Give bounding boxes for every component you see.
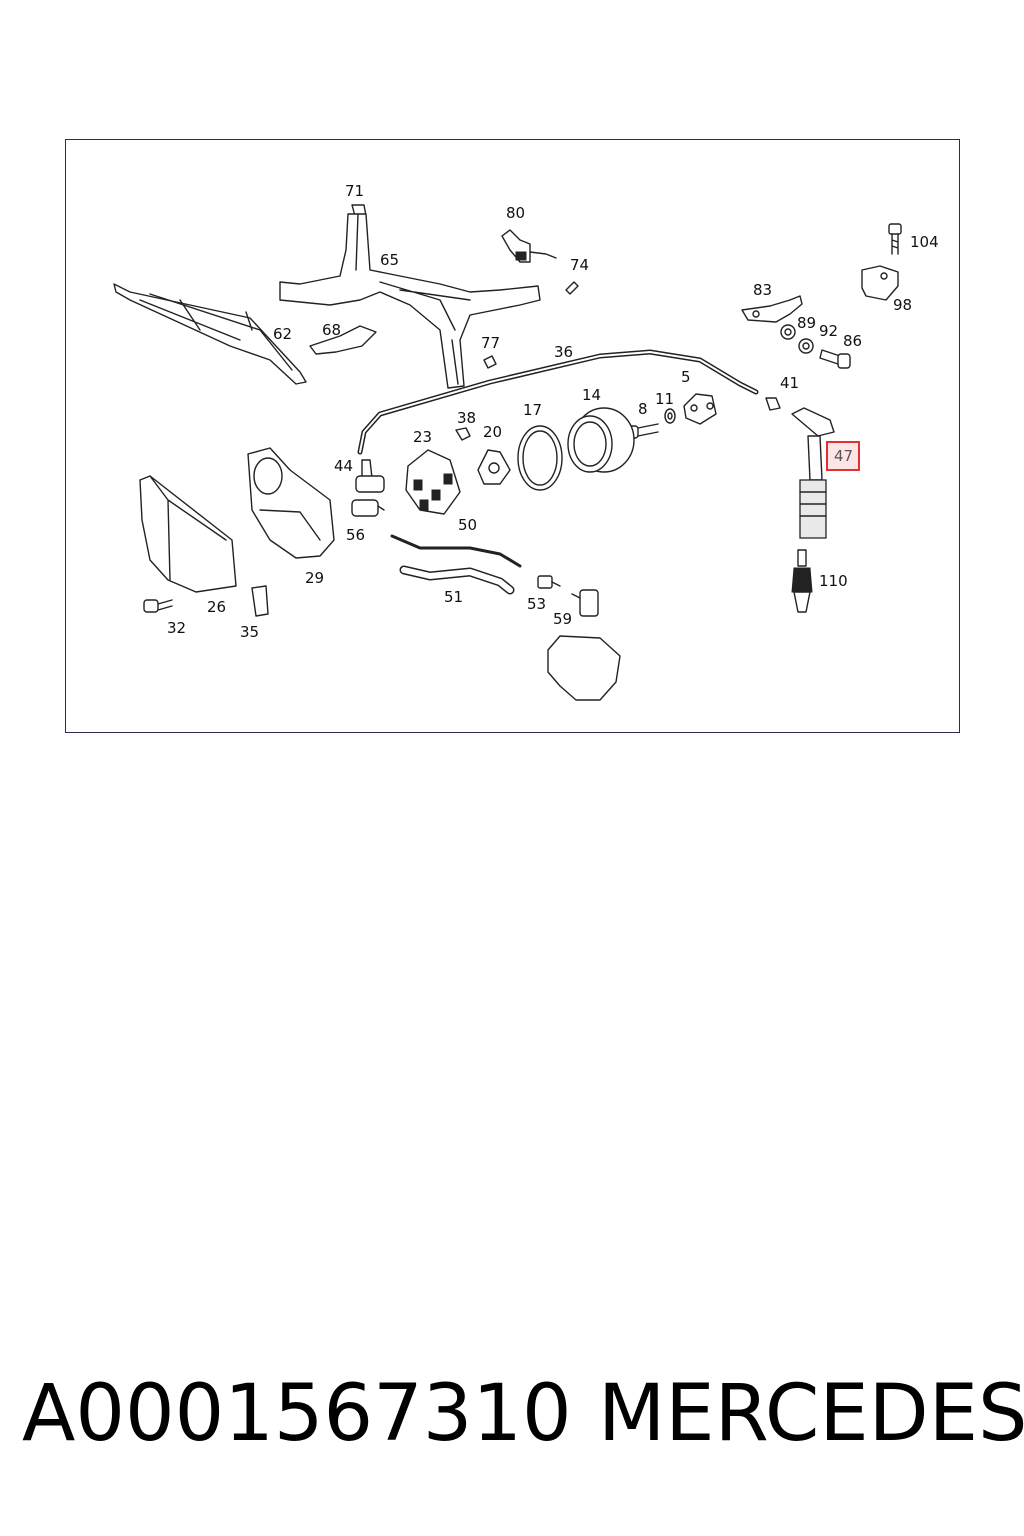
label-44: 44 — [334, 457, 354, 475]
part-68-clip — [309, 325, 377, 355]
lower-housing — [547, 635, 621, 701]
part-92-washer — [798, 338, 814, 354]
part-23-distributor-cap — [405, 449, 461, 515]
part-44-connector — [355, 459, 385, 493]
label-77: 77 — [481, 334, 501, 352]
part-38-nut — [455, 427, 471, 441]
label-47-highlighted[interactable]: 47 — [826, 441, 861, 471]
part-17-o-ring — [517, 425, 563, 491]
part-11-washer — [664, 408, 676, 424]
diagram-frame — [65, 139, 960, 733]
label-26: 26 — [207, 598, 227, 616]
part-89-washer — [780, 324, 796, 340]
part-32-bolt — [143, 599, 173, 613]
part-26-cover — [139, 475, 237, 593]
part-59-valve — [571, 589, 599, 617]
part-29-rotor-housing — [247, 447, 335, 559]
label-32: 32 — [167, 619, 187, 637]
part-83-bracket — [741, 295, 803, 323]
part-65-harness-frame — [279, 213, 541, 389]
label-62: 62 — [273, 325, 293, 343]
exploded-parts-diagram — [113, 204, 902, 701]
part-56-connector — [351, 499, 385, 517]
label-20: 20 — [483, 423, 503, 441]
label-35: 35 — [240, 623, 260, 641]
label-110: 110 — [819, 572, 848, 590]
label-14: 14 — [582, 386, 602, 404]
part-77-clip — [483, 355, 497, 369]
part-104-bolt — [888, 223, 902, 255]
part-53-fitting — [537, 575, 561, 589]
part-74-clip — [565, 281, 579, 295]
part-number-caption: A0001567310 — [22, 1369, 572, 1459]
label-59: 59 — [553, 610, 573, 628]
label-68: 68 — [322, 321, 342, 339]
label-83: 83 — [753, 281, 773, 299]
label-80: 80 — [506, 204, 526, 222]
part-47-ignition-lead — [791, 407, 835, 539]
label-104: 104 — [910, 233, 939, 251]
part-51-hose — [399, 565, 515, 595]
label-51: 51 — [444, 588, 464, 606]
label-56: 56 — [346, 526, 366, 544]
part-110-spark-plug — [791, 549, 813, 613]
label-36: 36 — [554, 343, 574, 361]
label-8: 8 — [638, 400, 648, 418]
part-41-connector — [765, 397, 781, 411]
part-80-connector — [501, 229, 557, 263]
label-29: 29 — [305, 569, 325, 587]
label-86: 86 — [843, 332, 863, 350]
label-89: 89 — [797, 314, 817, 332]
label-38: 38 — [457, 409, 477, 427]
part-36-hose — [357, 349, 759, 455]
label-50: 50 — [458, 516, 478, 534]
label-71: 71 — [345, 182, 365, 200]
part-5-flange — [683, 393, 717, 425]
brand-caption: MERCEDES — [598, 1369, 1024, 1459]
part-86-bolt — [819, 349, 851, 369]
label-5: 5 — [681, 368, 691, 386]
part-35-clip — [251, 585, 269, 617]
label-92: 92 — [819, 322, 839, 340]
label-41: 41 — [780, 374, 800, 392]
part-50-hose — [390, 534, 522, 568]
label-23: 23 — [413, 428, 433, 446]
label-74: 74 — [570, 256, 590, 274]
label-17: 17 — [523, 401, 543, 419]
part-14-housing — [567, 407, 635, 473]
part-20-sensor — [477, 449, 511, 485]
label-98: 98 — [893, 296, 913, 314]
label-11: 11 — [655, 390, 675, 408]
part-98-bracket — [861, 265, 899, 301]
label-65: 65 — [380, 251, 400, 269]
part-62-rail — [113, 283, 307, 385]
label-53: 53 — [527, 595, 547, 613]
